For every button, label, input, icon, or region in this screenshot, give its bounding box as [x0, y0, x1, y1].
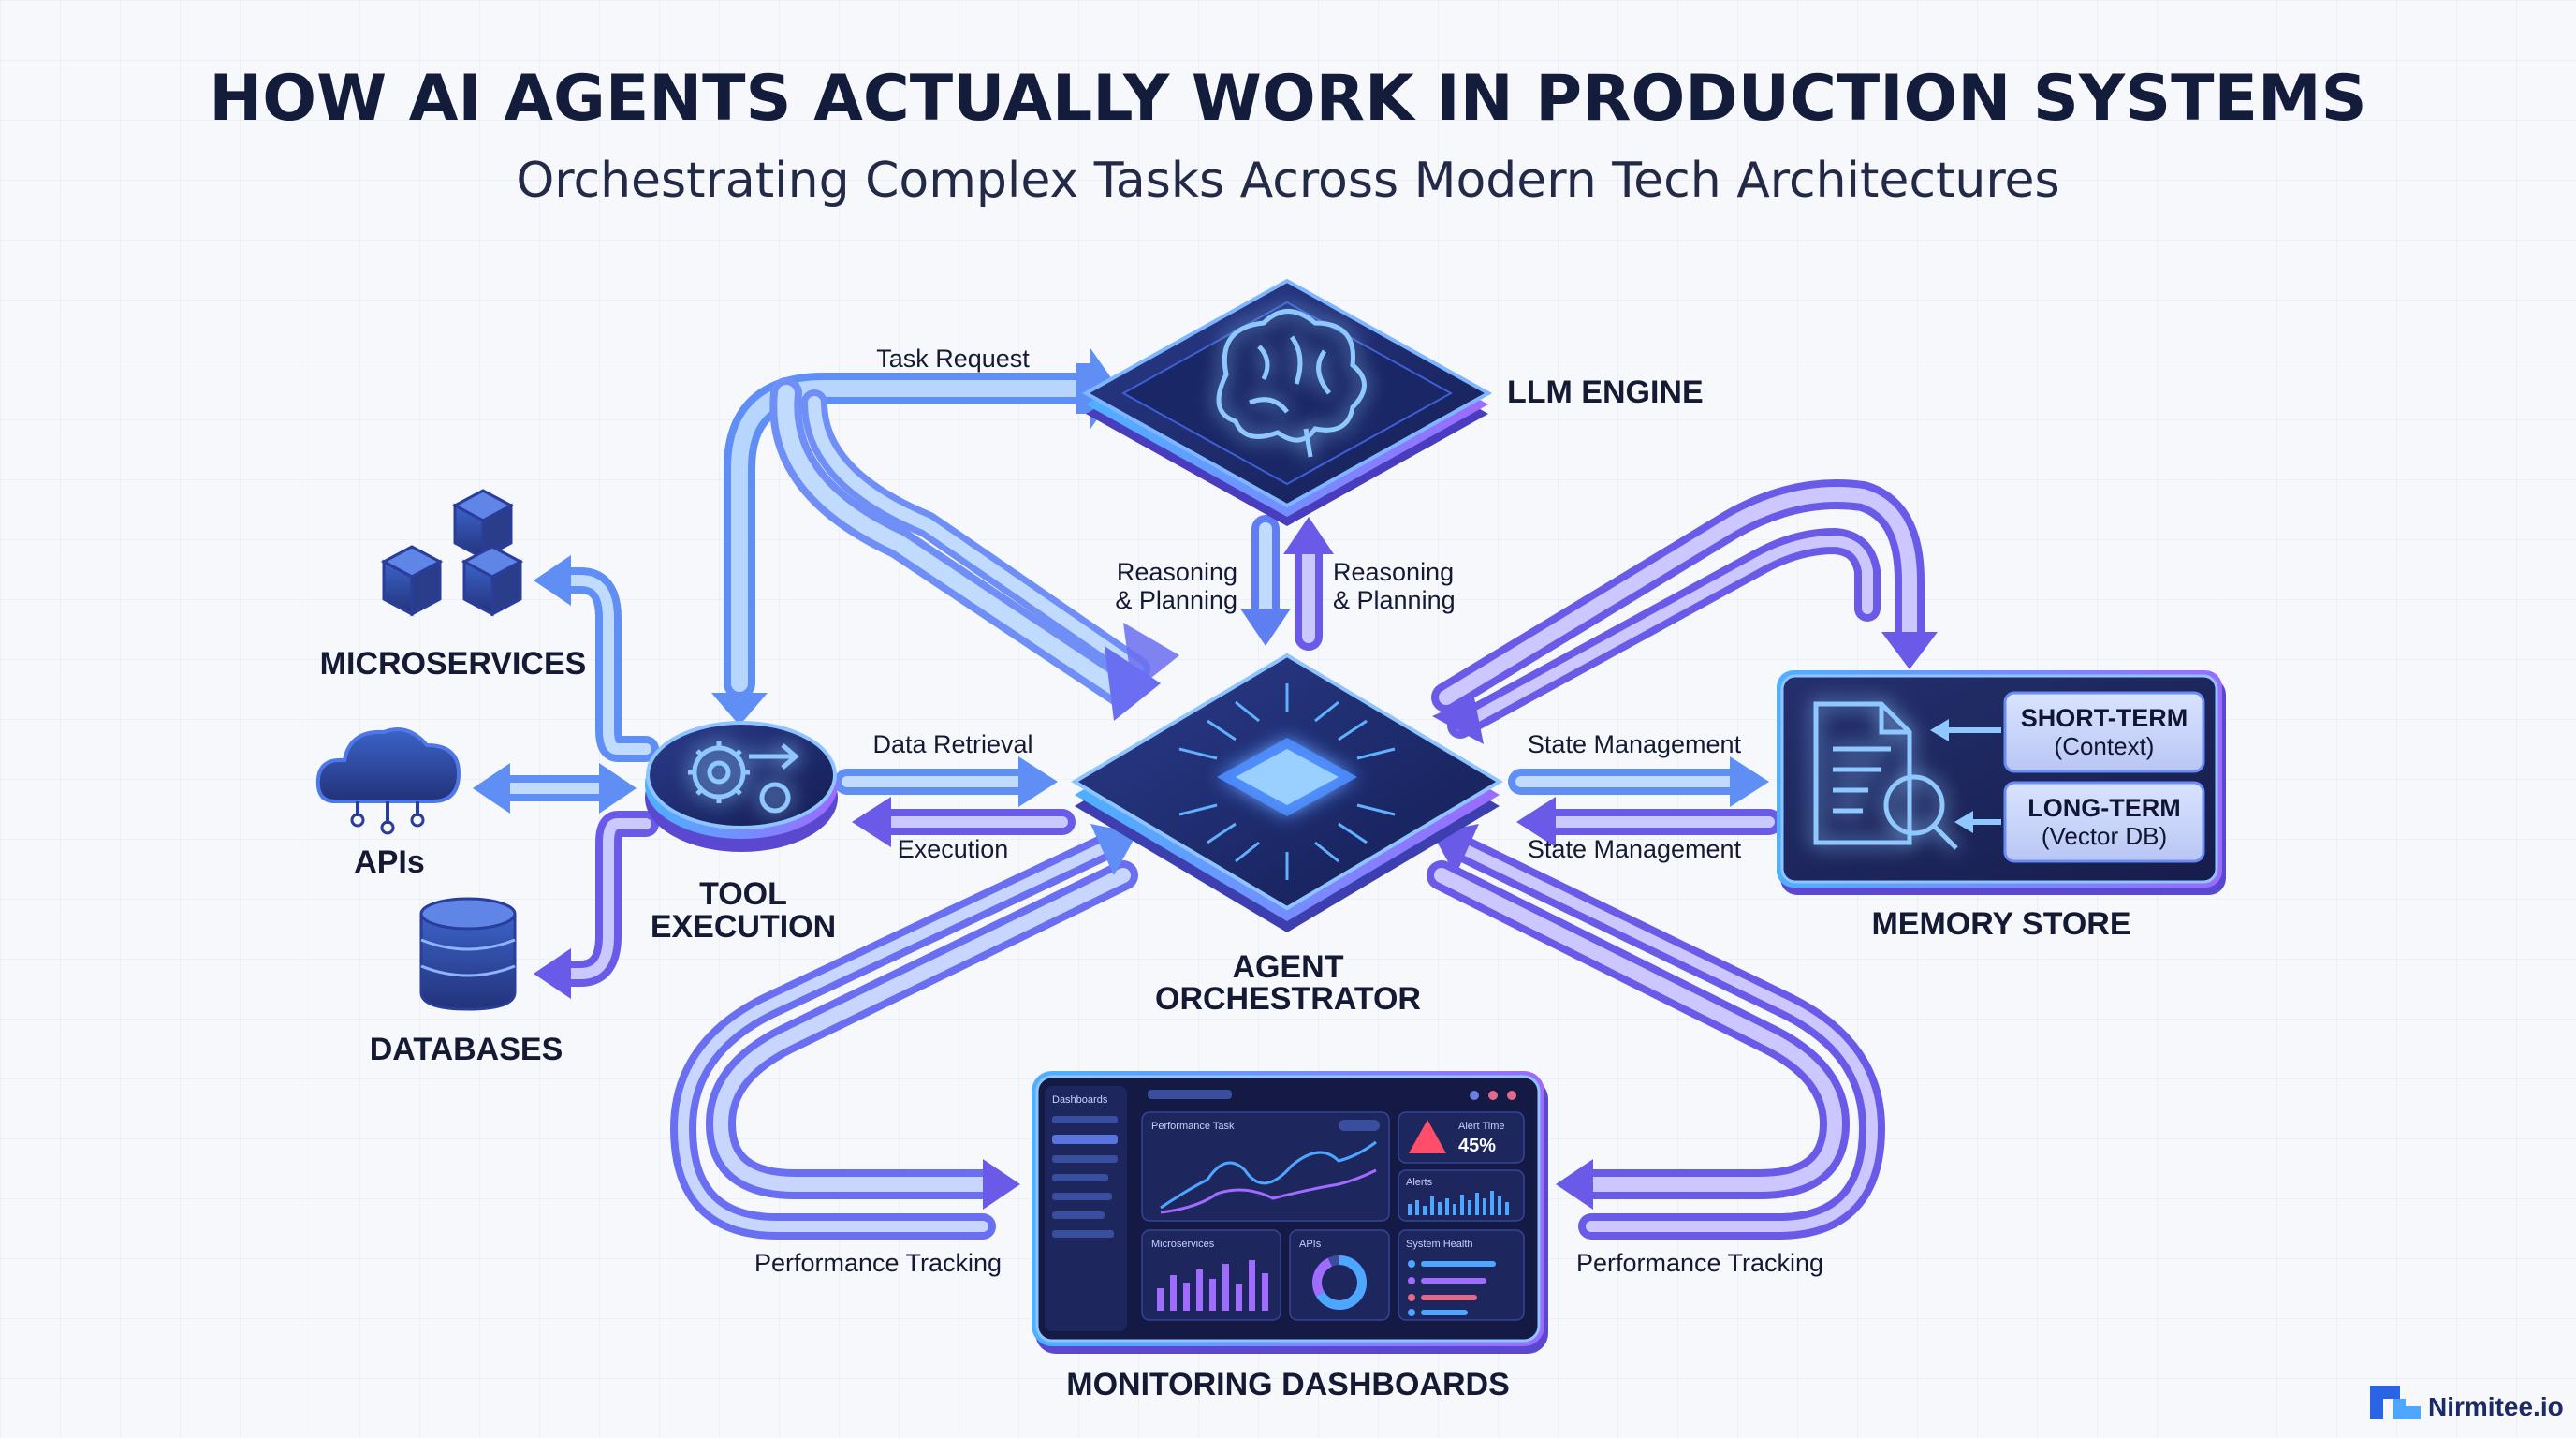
dashboard-microservices-panel: Microservices [1141, 1229, 1281, 1321]
edge-label-reasoning-down-1: Reasoning [1117, 558, 1237, 586]
cloud-api-icon [315, 727, 461, 835]
tool-execution-label-line2: EXECUTION [651, 909, 836, 945]
page-subtitle: Orchestrating Complex Tasks Across Moder… [516, 153, 2059, 209]
svg-text:System Health: System Health [1406, 1239, 1473, 1250]
dashboard-system-health-panel: System Health [1398, 1229, 1525, 1321]
svg-text:Alert Time: Alert Time [1458, 1121, 1505, 1132]
dashboard-sidebar-items [1052, 1116, 1118, 1238]
svg-text:APIs: APIs [1299, 1239, 1322, 1250]
tool-execution-node[interactable] [645, 721, 838, 852]
llm-engine-label: LLM ENGINE [1507, 374, 1704, 410]
brand-logo [2370, 1386, 2421, 1419]
svg-text:Microservices: Microservices [1151, 1239, 1215, 1250]
svg-text:LONG-TERM: LONG-TERM [2027, 794, 2180, 822]
edge-label-state-management-top: State Management [1528, 730, 1742, 758]
edge-tool-apis [473, 763, 637, 814]
tool-execution-label-line1: TOOL [699, 876, 787, 912]
gears-icon [688, 741, 799, 814]
warning-icon [1409, 1120, 1446, 1153]
edge-label-reasoning-up-1: Reasoning [1333, 558, 1454, 586]
edge-task-sweep [769, 377, 1179, 721]
edge-memory-loop [1431, 479, 1938, 744]
edge-label-reasoning-down-2: & Planning [1115, 586, 1237, 614]
dashboard-alerts-panel: Alerts [1398, 1169, 1525, 1222]
edge-label-performance-left: Performance Tracking [754, 1249, 1002, 1277]
edge-reasoning-down [1240, 515, 1291, 646]
databases-label: DATABASES [370, 1032, 564, 1067]
monitoring-dashboard-node[interactable]: Dashboards Performance Task Alert Tim [1032, 1071, 1548, 1354]
edge-tool-databases [534, 811, 659, 999]
dashboard-performance-panel: Performance Task [1141, 1111, 1390, 1222]
edge-label-data-retrieval: Data Retrieval [872, 730, 1032, 758]
edge-label-task-request: Task Request [876, 345, 1030, 373]
edge-label-execution: Execution [898, 835, 1009, 863]
edge-tool-microservices [534, 555, 659, 762]
agent-orchestrator-label-line1: AGENT [1233, 949, 1344, 985]
edge-execution [852, 797, 1076, 847]
edge-data-retrieval [834, 756, 1058, 807]
microservices-label: MICROSERVICES [320, 646, 587, 682]
dashboard-alert-panel: Alert Time 45% [1398, 1111, 1525, 1164]
long-term-chip: LONG-TERM (Vector DB) [2003, 781, 2205, 863]
edge-state-management-top [1508, 756, 1769, 807]
dashboard-brand: Dashboards [1052, 1094, 1108, 1106]
edge-performance-left [670, 824, 1138, 1240]
svg-text:Alerts: Alerts [1406, 1177, 1433, 1188]
dashboard-apis-panel: APIs [1289, 1229, 1390, 1321]
alert-value: 45% [1458, 1136, 1496, 1156]
agent-orchestrator-node[interactable] [1071, 653, 1503, 932]
edges [473, 348, 1938, 1240]
database-icon [419, 897, 517, 1011]
brand-name: Nirmitee.io [2428, 1392, 2564, 1421]
memory-store-node[interactable]: SHORT-TERM (Context) LONG-TERM (Vector D… [1777, 670, 2226, 895]
edge-label-performance-right: Performance Tracking [1576, 1249, 1823, 1277]
cpu-icon [1217, 738, 1357, 816]
microservices-cubes-icon [380, 489, 524, 617]
edge-performance-right [1427, 824, 1885, 1240]
short-term-chip: SHORT-TERM (Context) [2003, 691, 2205, 773]
edge-state-management-bottom [1516, 797, 1782, 847]
svg-text:Performance Task: Performance Task [1151, 1121, 1235, 1132]
edge-label-state-management-bottom: State Management [1528, 835, 1742, 863]
svg-text:(Vector DB): (Vector DB) [2042, 822, 2167, 850]
brain-icon [1216, 309, 1367, 458]
document-search-icon [1813, 701, 1958, 850]
edge-label-reasoning-up-2: & Planning [1333, 586, 1456, 614]
page-title: HOW AI AGENTS ACTUALLY WORK IN PRODUCTIO… [209, 62, 2366, 136]
edge-reasoning-up [1283, 517, 1334, 651]
agent-orchestrator-label-line2: ORCHESTRATOR [1155, 981, 1421, 1017]
memory-store-label: MEMORY STORE [1871, 906, 2130, 942]
dashboard-sidebar [1045, 1086, 1127, 1331]
monitoring-dashboards-label: MONITORING DASHBOARDS [1066, 1367, 1510, 1402]
circuit-traces [1178, 683, 1396, 880]
llm-engine-node[interactable] [1081, 278, 1493, 526]
svg-text:(Context): (Context) [2055, 732, 2155, 760]
svg-text:SHORT-TERM: SHORT-TERM [2021, 704, 2188, 732]
memory-inner-arrows [1930, 719, 2001, 833]
apis-label: APIs [354, 844, 425, 880]
